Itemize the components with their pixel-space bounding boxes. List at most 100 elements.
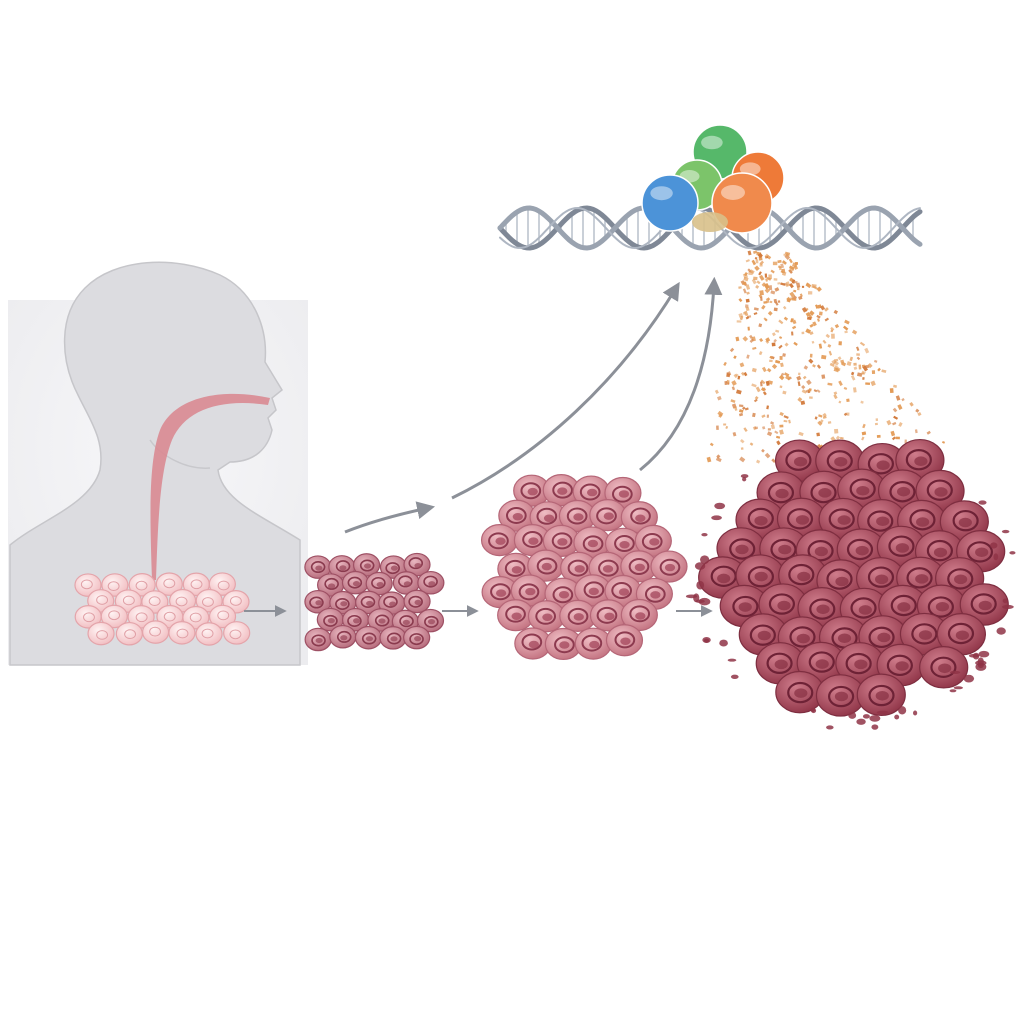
cell-fragment (685, 594, 698, 599)
cell-fragment (963, 674, 975, 683)
cell (142, 620, 170, 644)
cell (589, 499, 627, 532)
arrow-icon (344, 501, 436, 534)
cell-fragment (993, 553, 999, 561)
cell (316, 607, 344, 632)
orange2-subunit (711, 172, 773, 234)
cell (559, 599, 597, 632)
cell-fragment (696, 580, 705, 590)
cell-fragment (701, 533, 708, 537)
cell (936, 613, 986, 656)
cell (620, 550, 658, 583)
cell (87, 621, 115, 646)
cell (379, 626, 407, 650)
cell (403, 625, 431, 650)
cell-fragment (848, 711, 857, 719)
cell (510, 574, 548, 607)
early-lesion-cluster (304, 552, 445, 652)
cell-fragment (898, 706, 907, 715)
cell-fragment (719, 639, 728, 647)
intermediate-growth-cluster (480, 474, 688, 661)
cell-fragment (876, 710, 889, 715)
cell (168, 621, 196, 645)
cell (529, 501, 567, 534)
cell (620, 598, 658, 632)
cell (329, 624, 357, 649)
cell-fragment (953, 686, 964, 690)
cell (367, 608, 395, 632)
cell (650, 550, 688, 583)
cell (352, 553, 381, 577)
cell (392, 571, 420, 595)
cell (329, 590, 357, 615)
cell-fragment (698, 597, 711, 606)
cell-fragment (703, 638, 710, 643)
cell-fragment (990, 542, 998, 549)
cell-fragment (871, 724, 879, 730)
cell-fragment (913, 710, 918, 716)
cell-fragment (1001, 529, 1010, 534)
cell-fragment (700, 555, 710, 564)
cell-fragment (894, 714, 900, 720)
cell (574, 574, 612, 607)
cell (604, 574, 642, 608)
cell-fragment (1002, 598, 1008, 604)
cell (354, 625, 383, 650)
cell (378, 591, 406, 615)
cell-fragment (869, 715, 881, 722)
cell (304, 627, 332, 652)
normal-tissue-cluster (74, 572, 251, 646)
arrow-icon (639, 276, 723, 472)
cell-fragment (711, 515, 722, 521)
cell-fragment (978, 650, 990, 658)
cell (416, 608, 445, 633)
cell-fragment (949, 670, 961, 674)
cell (775, 670, 825, 714)
cell (223, 621, 251, 645)
cell-fragment (740, 474, 749, 479)
cell-fragment (975, 662, 987, 671)
cell-fragment (811, 708, 817, 714)
cell (480, 524, 519, 557)
cell (527, 600, 566, 633)
blue-subunit (641, 174, 699, 232)
cell (544, 627, 582, 661)
cell (100, 604, 128, 629)
cell (542, 524, 580, 558)
cell-fragment (694, 562, 706, 570)
cell (634, 524, 672, 557)
cell (589, 599, 628, 632)
cell (328, 555, 356, 579)
cell-fragment (742, 477, 747, 482)
cell-fragment (727, 658, 737, 662)
cell (815, 674, 866, 717)
cell (365, 571, 393, 596)
cell (208, 604, 237, 629)
cell-fragment (1002, 604, 1014, 609)
advanced-tumor-cluster (685, 438, 1016, 730)
cell (497, 599, 535, 632)
cell (574, 627, 612, 660)
cell-fragment (826, 725, 834, 730)
cell (403, 589, 431, 614)
cell (341, 570, 370, 595)
cell (620, 501, 658, 534)
cell (959, 583, 1009, 626)
released-particles (706, 250, 946, 465)
cell (101, 573, 129, 597)
cell-fragment (996, 627, 1006, 635)
cell-fragment (714, 502, 726, 510)
cell (195, 622, 223, 646)
cell (513, 474, 551, 507)
cell (417, 570, 445, 595)
cell-fragment (1009, 551, 1016, 555)
cell-fragment (862, 714, 870, 719)
cell-fragment (972, 652, 980, 660)
cell (605, 624, 644, 657)
cell (919, 646, 969, 689)
arrow-icon (451, 281, 680, 500)
cell-fragment (978, 500, 987, 505)
cell-fragment (949, 689, 957, 693)
protein-complex-icon (641, 124, 785, 234)
